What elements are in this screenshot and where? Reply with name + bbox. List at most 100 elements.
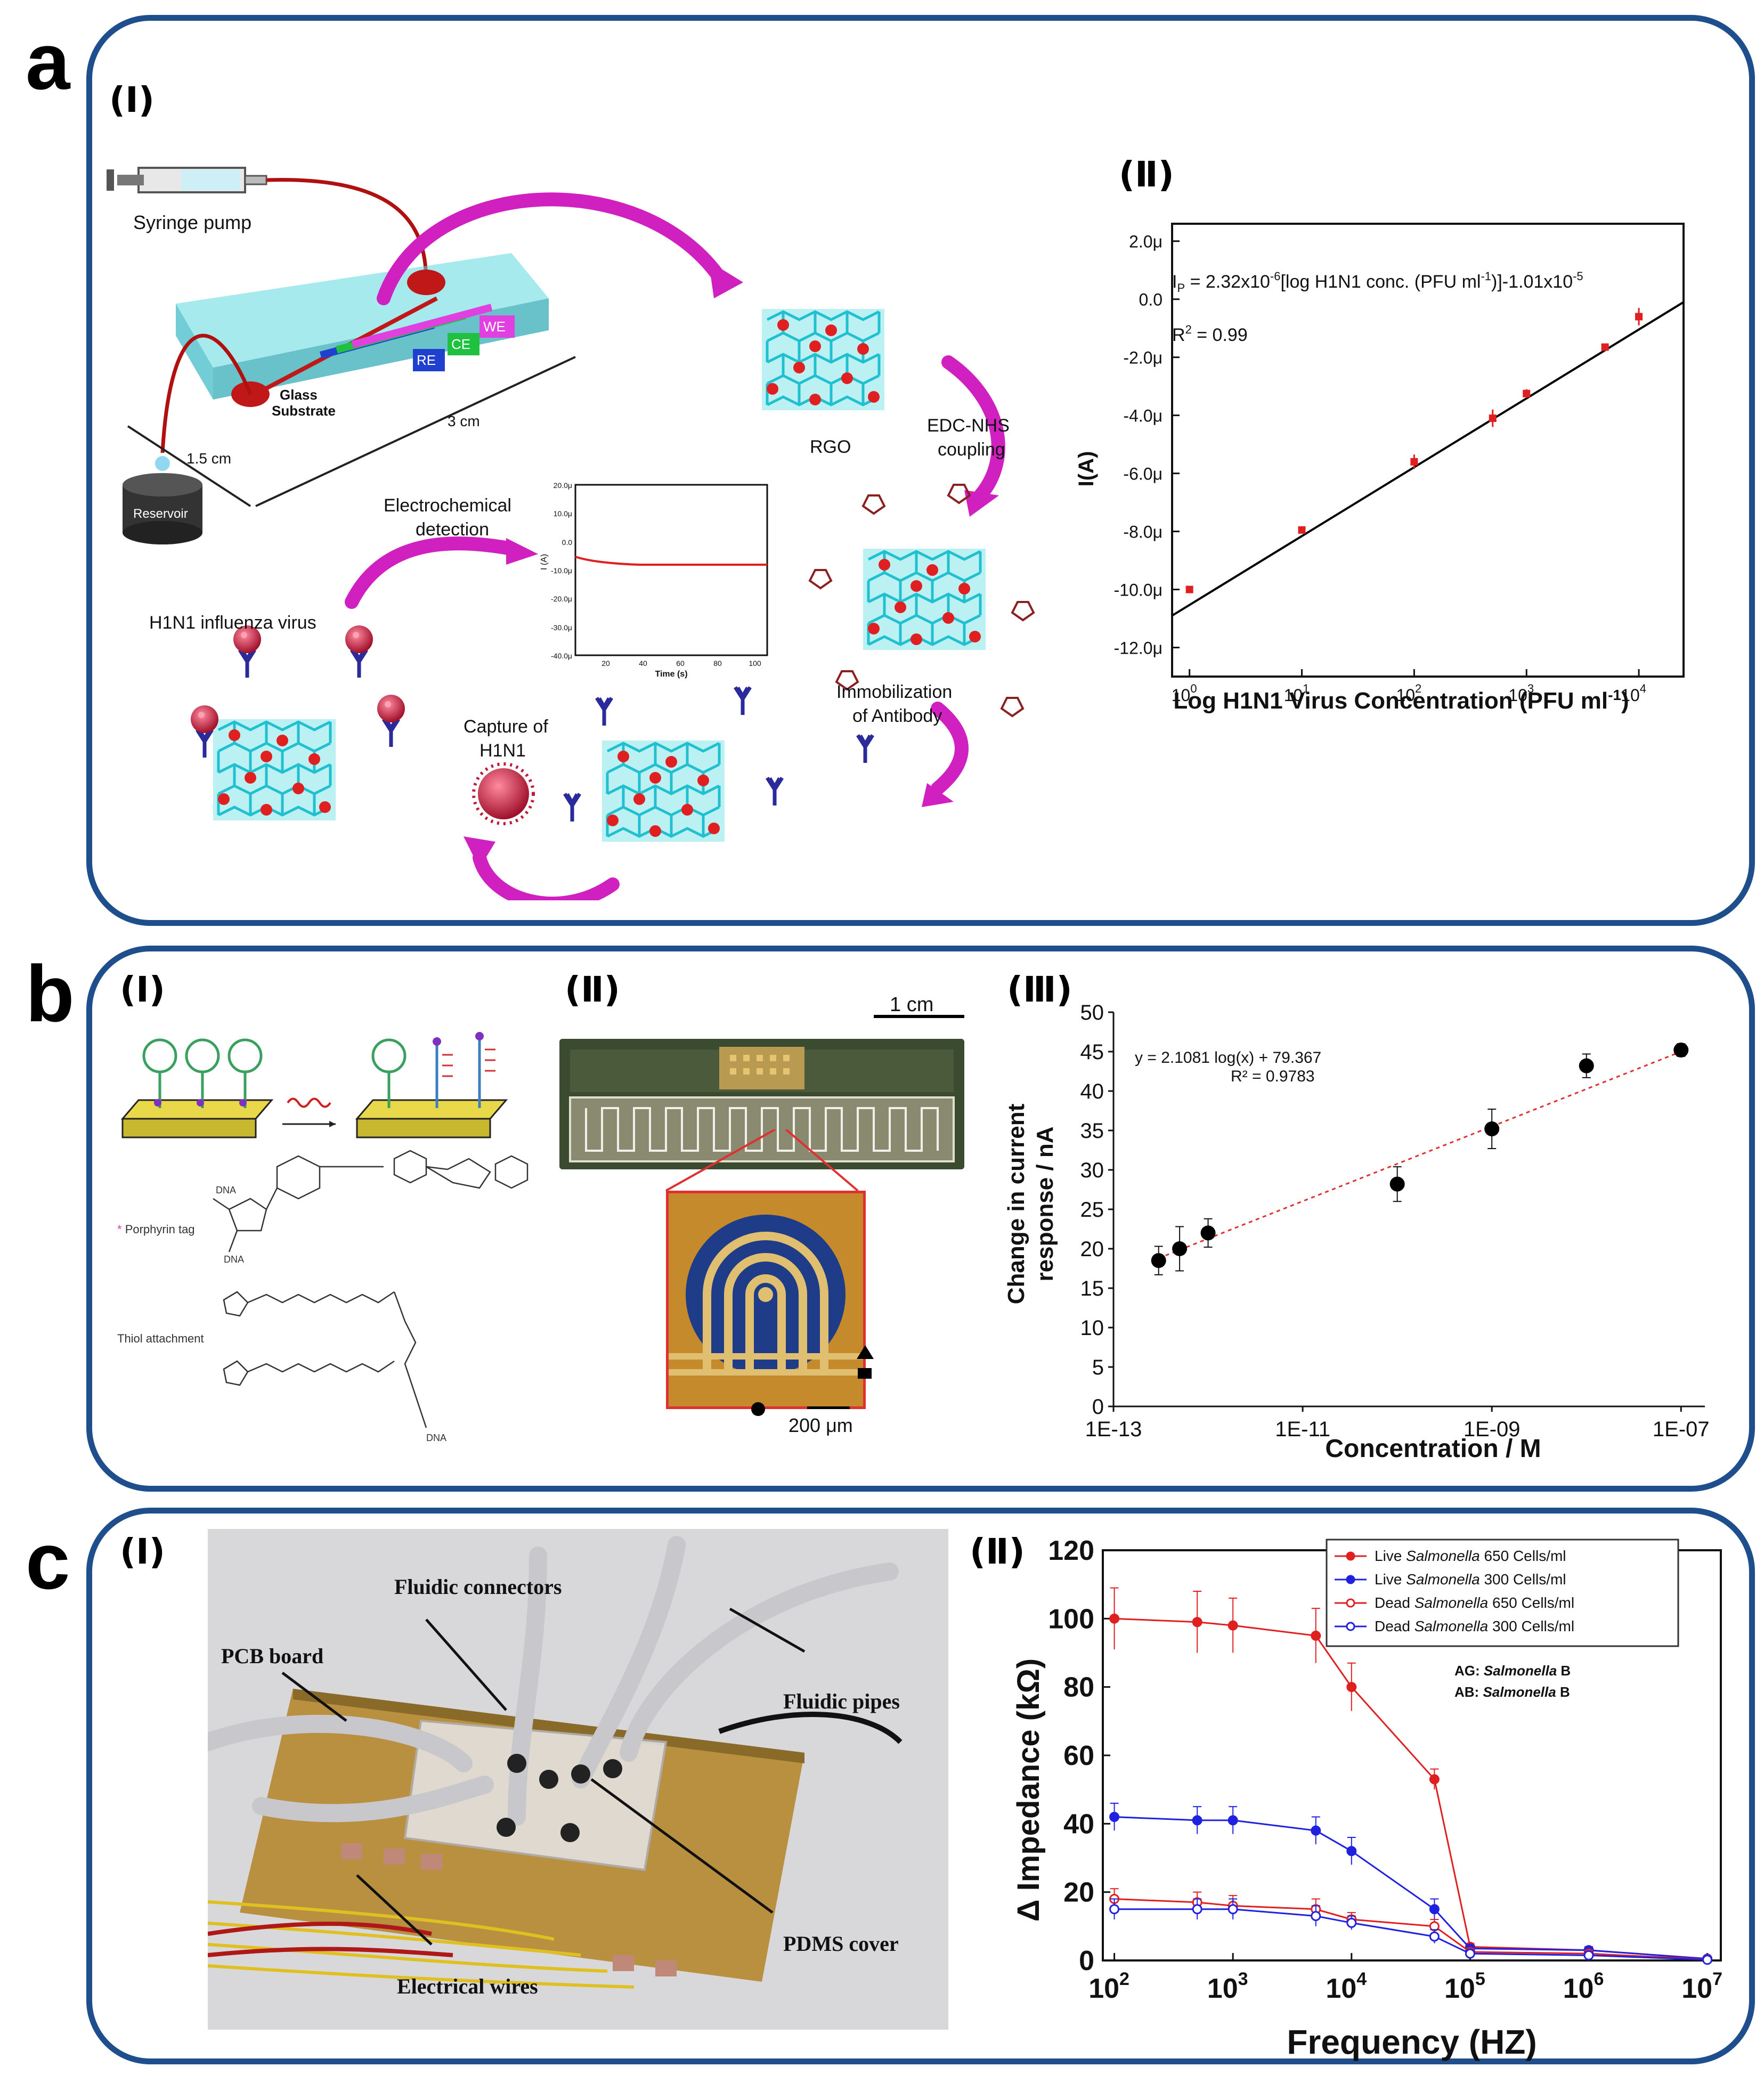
chart-c-legend-label: Dead Salmonella 300 Cells/ml xyxy=(1375,1618,1574,1634)
reservoir-icon xyxy=(123,473,202,544)
triangle-marker-icon xyxy=(857,1345,874,1359)
chart-b-ytick-label: 15 xyxy=(1080,1277,1104,1300)
chart-b-point xyxy=(1579,1058,1594,1073)
chart-a-point xyxy=(1298,526,1306,534)
chart-c-xtick-label: 104 xyxy=(1326,1969,1367,2004)
chart-c-xlabel: Frequency (HZ) xyxy=(1287,2023,1537,2061)
chart-c-annotation-ab: AB: Salmonella B xyxy=(1454,1684,1570,1700)
chart-c-xtick-label: 102 xyxy=(1088,1969,1129,2004)
chart-a-ytick-label: 2.0μ xyxy=(1129,232,1163,251)
scale-bar-200um xyxy=(807,1406,850,1409)
chart-c-point xyxy=(1311,1630,1321,1641)
chart-c-series-line xyxy=(1114,1898,1708,1960)
inset-ytick-4: -20.0μ xyxy=(551,595,572,603)
nhs-activated-sheet xyxy=(863,549,986,650)
panel-a-letter: a xyxy=(26,17,70,106)
inset-ylabel: I (A) xyxy=(540,554,549,570)
panel-b-i-schematic: DNA DNA * Porphyrin tag Thiol attachment… xyxy=(117,1032,529,1443)
electrode-we-label: WE xyxy=(483,319,506,335)
capture-label-1: Capture of xyxy=(464,717,548,737)
panel-b-frame xyxy=(86,946,1755,1492)
panel-b-ii-label: (Ⅱ) xyxy=(565,969,620,1010)
chart-c-point xyxy=(1192,1617,1202,1628)
electrode-ce-label: CE xyxy=(451,336,470,352)
chart-c-point xyxy=(1702,1955,1713,1965)
chart-a-ylabel: I(A) xyxy=(1075,451,1098,487)
chart-a-equation: IP = 2.32x10-6[log H1N1 conc. (PFU ml-1)… xyxy=(1172,270,1583,295)
panel-a-i-label: (Ⅰ) xyxy=(109,79,155,120)
chart-a-point xyxy=(1185,585,1193,593)
chip-photo xyxy=(559,1039,964,1169)
chart-c-ylabel: Δ Impedance (kΩ) xyxy=(1011,1658,1046,1922)
virus-bound-sheet xyxy=(213,719,336,820)
immobilization-label-1: Immobilization xyxy=(836,682,952,702)
chart-c-point xyxy=(1311,1825,1321,1836)
chart-a-point xyxy=(1410,458,1418,466)
chart-c-legend-label: Live Salmonella 300 Cells/ml xyxy=(1375,1571,1566,1588)
chart-b-xtick-label: 1E-11 xyxy=(1275,1418,1330,1441)
chart-b-ytick-label: 45 xyxy=(1080,1040,1104,1064)
chart-c-annotation-ag: AG: Salmonella B xyxy=(1454,1663,1571,1679)
dna-label-2: DNA xyxy=(224,1254,244,1265)
chart-b-point xyxy=(1151,1253,1166,1268)
dna-label-3: DNA xyxy=(426,1433,446,1443)
chart-a-xlabel: Log H1N1 Virus Concentration (PFU ml-1) xyxy=(1173,687,1629,714)
inset-ytick-6: -40.0μ xyxy=(551,652,572,660)
chart-a-ytick-label: -12.0μ xyxy=(1114,639,1163,658)
scale-bar-1cm xyxy=(874,1015,964,1018)
chart-c-ytick-label: 40 xyxy=(1063,1809,1094,1840)
chart-b-xtick-label: 1E-07 xyxy=(1653,1418,1710,1441)
chart-c-point xyxy=(1109,1613,1120,1624)
rgo-sheet xyxy=(762,309,884,410)
chart-a-ytick-label: -4.0μ xyxy=(1123,406,1163,426)
chart-b-ylabel-2: response / nA xyxy=(1032,1127,1058,1282)
chart-c-point xyxy=(1109,1812,1120,1822)
inset-xtick-4: 100 xyxy=(749,659,761,668)
label-pdms-cover: PDMS cover xyxy=(783,1932,899,1956)
inset-ytick-0: 20.0μ xyxy=(554,481,572,490)
chart-a-ytick-label: -8.0μ xyxy=(1123,523,1163,542)
chart-a-fit-line xyxy=(1171,301,1685,617)
label-fluidic-connectors: Fluidic connectors xyxy=(394,1575,562,1599)
chart-c-point xyxy=(1429,1904,1440,1915)
chart-b-point xyxy=(1389,1176,1405,1192)
thiol-attachment-label: Thiol attachment xyxy=(117,1332,204,1345)
chart-c-xtick-label: 103 xyxy=(1207,1969,1248,2004)
chart-c-point xyxy=(1311,1911,1321,1922)
inset-xlabel: Time (s) xyxy=(655,670,687,679)
electrode-micrograph xyxy=(666,1191,866,1409)
capture-label-2: H1N1 xyxy=(479,741,526,761)
free-virus-icon xyxy=(472,762,535,825)
panel-c-letter: c xyxy=(26,1516,70,1606)
chart-c-point xyxy=(1346,1846,1357,1857)
dim-length-label: 3 cm xyxy=(448,413,480,429)
chart-b-ytick-label: 5 xyxy=(1092,1356,1104,1379)
electrode-re-label: RE xyxy=(417,352,436,368)
chart-c-legend-marker xyxy=(1346,1598,1355,1608)
chart-b-xtick-label: 1E-09 xyxy=(1464,1418,1521,1441)
microfluidic-chip: RE CE WE Glass Substrate xyxy=(176,253,549,419)
chart-a-xtick-label: 102 xyxy=(1396,682,1421,705)
chart-b-ytick-label: 40 xyxy=(1080,1080,1104,1103)
chart-b-point xyxy=(1200,1225,1216,1241)
panel-a-ii-chart: 2.0μ0.0-2.0μ-4.0μ-6.0μ-8.0μ-10.0μ-12.0μ1… xyxy=(1075,223,1685,714)
chart-c-ytick-label: 60 xyxy=(1063,1740,1094,1771)
chart-c-point xyxy=(1429,1774,1440,1785)
device-photo xyxy=(208,1529,948,2030)
label-electrical-wires: Electrical wires xyxy=(397,1974,538,1998)
chart-c-point xyxy=(1192,1904,1202,1915)
chart-c-xtick-label: 106 xyxy=(1563,1969,1604,2004)
chart-c-point xyxy=(1346,1682,1357,1692)
chart-b-equation: y = 2.1081 log(x) + 79.367 xyxy=(1135,1049,1321,1067)
chart-c-xtick-label: 107 xyxy=(1681,1969,1722,2004)
panel-a-frame xyxy=(86,15,1755,926)
inset-ytick-1: 10.0μ xyxy=(554,509,572,518)
glass-substrate-label-2: Substrate xyxy=(272,403,336,419)
chart-c-ytick-label: 80 xyxy=(1063,1672,1094,1703)
porphyrin-nucleoside-structure xyxy=(213,1150,529,1252)
chart-a-ytick-label: 0.0 xyxy=(1139,290,1163,310)
h1n1-virus-label: H1N1 influenza virus xyxy=(149,613,316,633)
edc-nhs-label-1: EDC-NHS xyxy=(927,416,1010,436)
